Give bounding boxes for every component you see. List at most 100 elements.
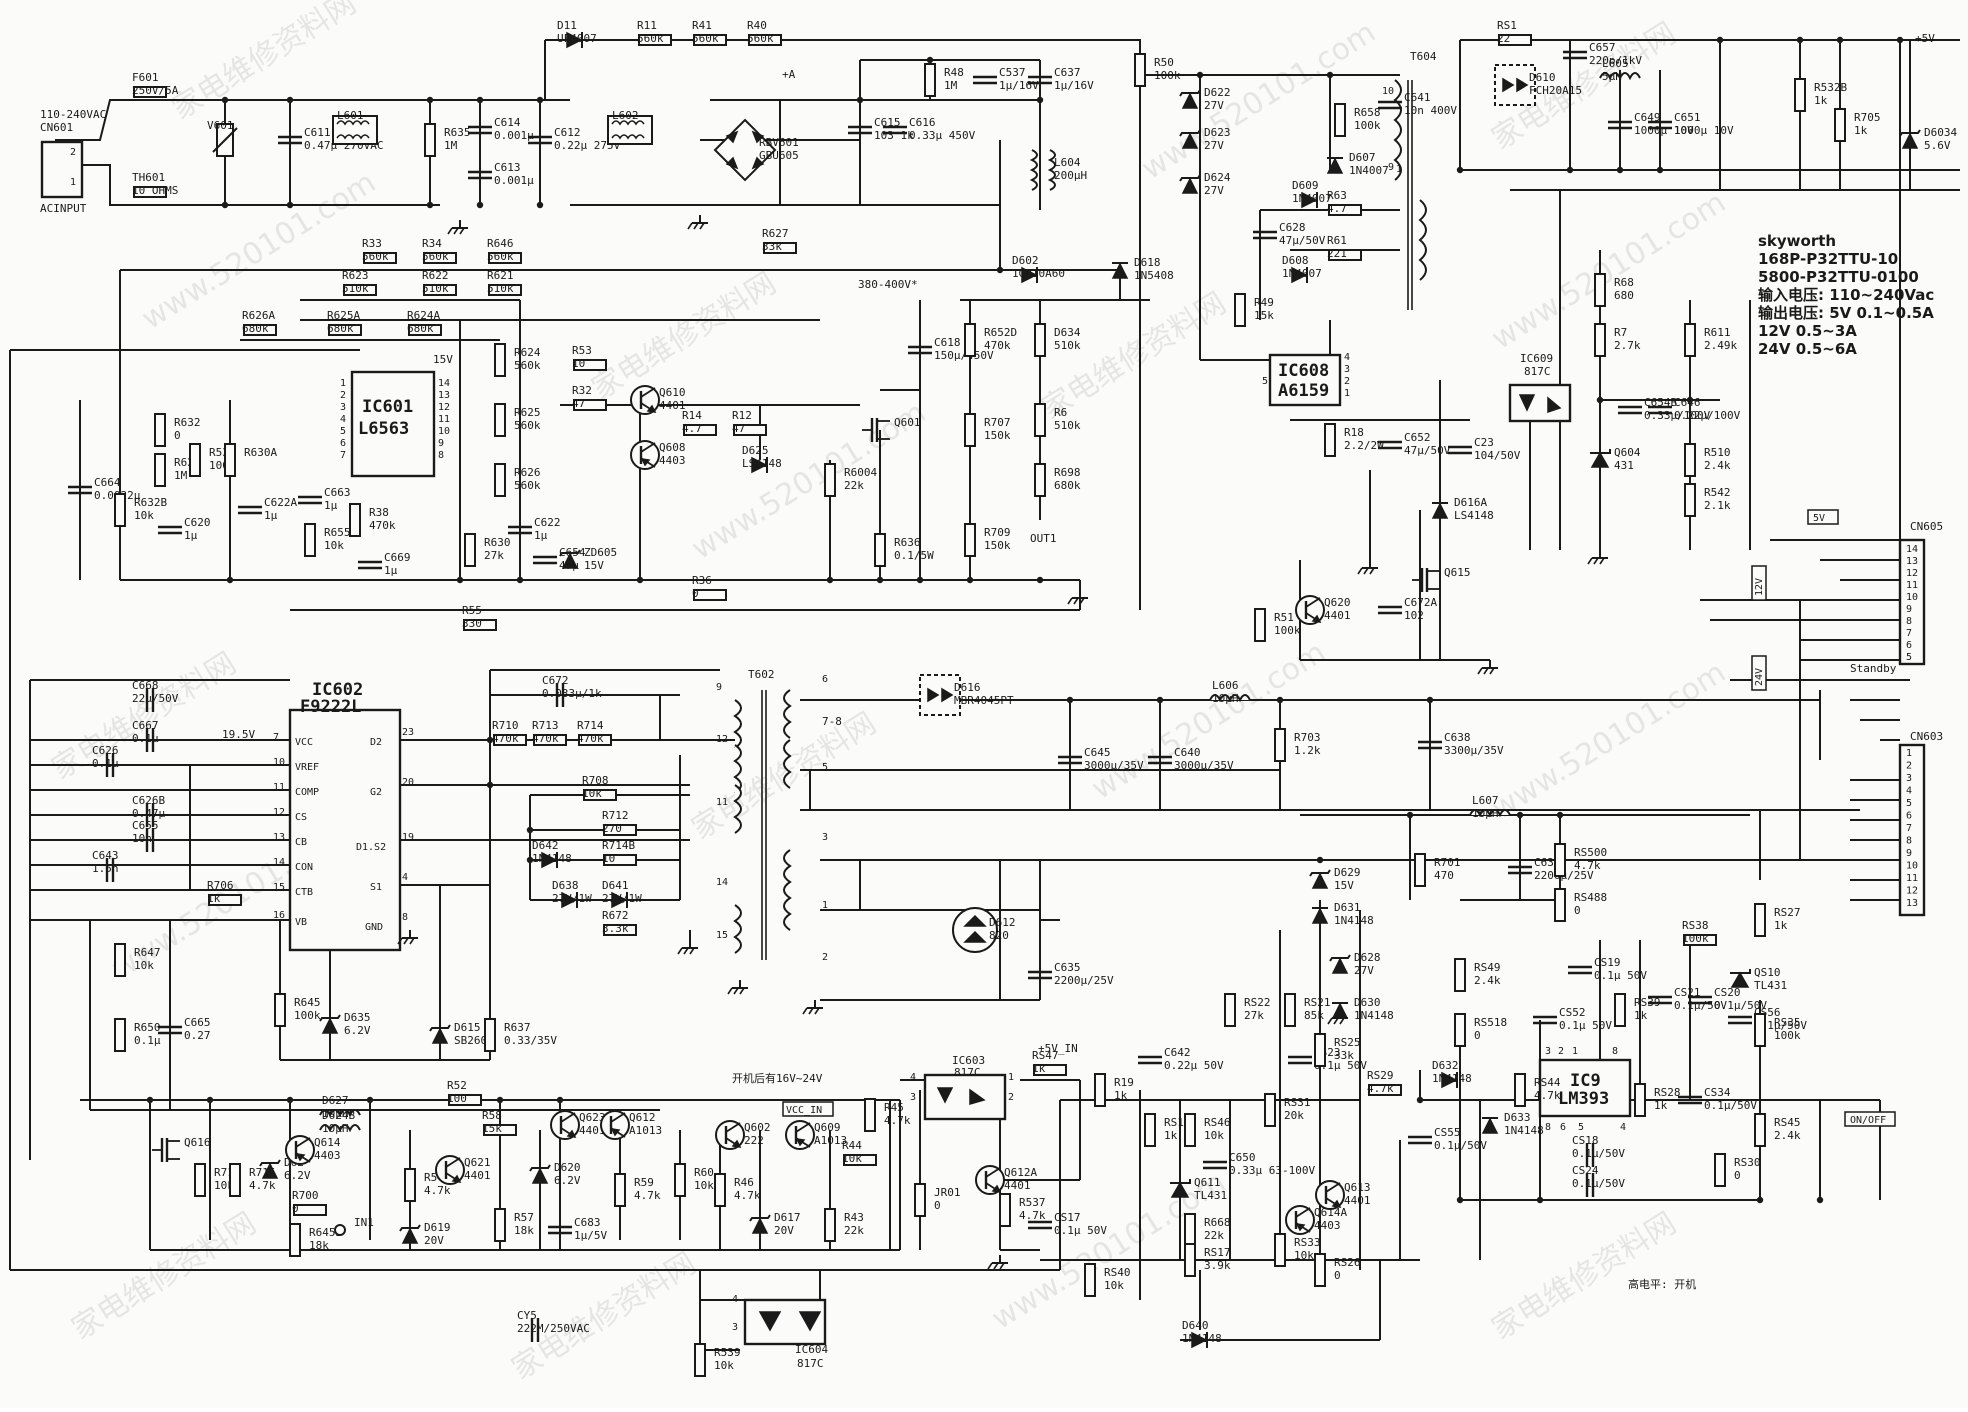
component-ref: Q623: [579, 1111, 606, 1124]
component-value: 4.7k: [1574, 859, 1601, 872]
component-value: 470k: [532, 732, 559, 745]
pin-label: 2: [1344, 376, 1350, 387]
component-ref: R38: [369, 506, 389, 519]
component-value: 100k: [1682, 932, 1709, 945]
component-ref: R655: [324, 526, 351, 539]
component-value: 510k: [422, 282, 449, 295]
component-ref: CS24: [1572, 1164, 1599, 1177]
pin-name: CS: [295, 812, 307, 823]
component-ref: QS10: [1754, 966, 1781, 979]
component-ref: D634: [1054, 326, 1081, 339]
component-ref: R652D: [984, 326, 1017, 339]
component-value: 4403: [659, 454, 686, 467]
component-value: 0.33/35V: [504, 1034, 557, 1047]
component-value: 6.2V: [554, 1174, 581, 1187]
component-ref: RS1: [1497, 19, 1517, 32]
component-value: 470: [1434, 869, 1454, 882]
model-info: skyworth 168P-P32TTU-10 5800-P32TTU-0100…: [1758, 232, 1934, 358]
component-value: 330: [462, 617, 482, 630]
component-value: 0.33μ 450V: [909, 129, 976, 142]
component-ref: CS18: [1572, 1134, 1599, 1147]
component-ref: R623: [342, 269, 369, 282]
component-value: 10k: [1104, 1279, 1124, 1292]
pin-name: CB: [295, 837, 307, 848]
ground-symbol: [447, 220, 468, 235]
ground-symbol: [687, 215, 708, 230]
component-ref: RS518: [1474, 1016, 1507, 1029]
component-value: 0.1μ/50V: [1572, 1147, 1625, 1160]
standby-label: Standby: [1850, 662, 1897, 675]
component-ref: R46: [734, 1176, 754, 1189]
junction-dot: [1326, 71, 1334, 79]
component-ref: C622A: [264, 496, 297, 509]
junction-dot: [1656, 166, 1664, 174]
component-ref: D622: [1204, 86, 1231, 99]
component-ref: RS39: [1634, 996, 1661, 1009]
component-value: 4401: [579, 1124, 606, 1137]
component-ref: D631: [1334, 901, 1361, 914]
component-ref: R36: [692, 574, 712, 587]
pin-label: 6: [340, 438, 346, 449]
component-value: 1k: [1854, 124, 1868, 137]
component-value: 4401: [659, 399, 686, 412]
component-value: 0.22μ 275V: [554, 139, 621, 152]
component-value: 4.7: [1327, 202, 1347, 215]
component-ref: R52: [447, 1079, 467, 1092]
junction-dot: [456, 576, 464, 584]
component-value: 1μ: [264, 509, 278, 522]
component-value: 1N4007: [1292, 192, 1332, 205]
component-ref: R55: [462, 604, 482, 617]
component-value: 100k: [294, 1009, 321, 1022]
component-value: 560k: [514, 479, 541, 492]
component-ref: D615: [454, 1021, 481, 1034]
component-ref: C628: [1279, 221, 1306, 234]
component-c664: C6640.0022μ: [68, 476, 141, 502]
pin-name: VCC: [295, 737, 313, 748]
component-ref: R622: [422, 269, 449, 282]
component-value: 0.1μ 50V: [1314, 1059, 1367, 1072]
watermark-url: www.520101.com: [1136, 15, 1382, 187]
component-ref: D642: [532, 839, 559, 852]
pin-label: 1: [1008, 1072, 1014, 1083]
component-value: 10μH: [322, 1107, 349, 1120]
component-value: 1k: [1032, 1062, 1046, 1075]
component-value: 1μ: [384, 564, 398, 577]
component-value: 22k: [844, 479, 864, 492]
component-ref: R542: [1704, 486, 1731, 499]
component-ref: R626A: [242, 309, 275, 322]
component-ref: R63: [1327, 189, 1347, 202]
component-ref: Q610: [659, 386, 686, 399]
component-r630a: R630A: [224, 443, 277, 477]
component-value: 100k: [1274, 624, 1301, 637]
component-value: 47μ/50V: [1279, 234, 1326, 247]
ic602-ref: IC602: [312, 680, 363, 700]
